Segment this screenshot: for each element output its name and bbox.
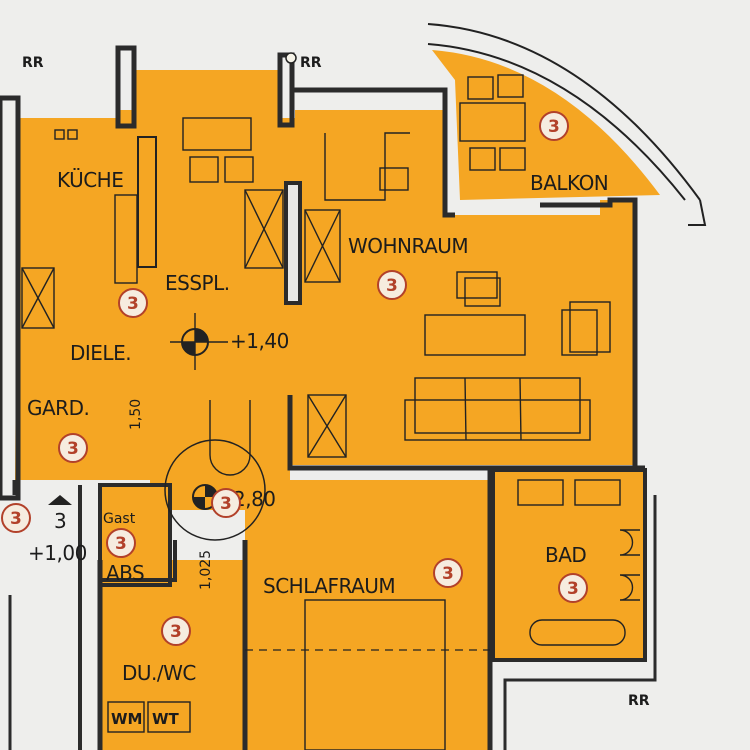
balcony-rail — [427, 23, 707, 226]
room-badge-bad: 3 — [558, 573, 588, 603]
sofa — [404, 377, 591, 441]
rr-top-mid: RR — [300, 55, 322, 71]
room-badge-stair: 3 — [211, 488, 241, 518]
rr-bottom-right: RR — [628, 693, 650, 709]
kitchen-counter — [137, 136, 157, 268]
entry-steps: 3 — [54, 509, 66, 533]
label-wt: WT — [152, 710, 180, 728]
dim-1025: 1,025 — [198, 550, 214, 590]
room-badge-entry: 3 — [1, 503, 31, 533]
coffee-table — [424, 314, 526, 356]
room-badge-balkon: 3 — [539, 111, 569, 141]
room-label-balkon: BALKON — [530, 171, 608, 195]
downpipe-icon — [285, 52, 297, 64]
rr-top-left: RR — [22, 55, 44, 71]
walls — [0, 45, 657, 750]
level-marker-diele — [170, 313, 228, 370]
dim-150: 1,50 — [128, 399, 144, 430]
dining-table — [182, 117, 252, 151]
svg-text:3: 3 — [127, 294, 139, 314]
room-badge-wohnraum: 3 — [377, 270, 407, 300]
svg-text:3: 3 — [442, 564, 454, 584]
room-badge-esspl: 3 — [118, 288, 148, 318]
svg-text:3: 3 — [67, 439, 79, 459]
room-badge-gast: 3 — [106, 528, 136, 558]
svg-text:3: 3 — [10, 509, 22, 529]
cabinet-x-marks — [21, 189, 347, 458]
balkon-furniture — [459, 74, 526, 171]
room-label-schlafraum: SCHLAFRAUM — [263, 574, 395, 598]
entry-arrow-icon — [48, 495, 72, 505]
level-entry: +1,00 — [28, 541, 87, 565]
bed — [304, 599, 446, 750]
svg-text:3: 3 — [548, 117, 560, 137]
room-label-abs: ABS — [106, 561, 144, 585]
svg-text:3: 3 — [115, 534, 127, 554]
level-diele: +1,40 — [230, 329, 289, 353]
svg-text:3: 3 — [567, 579, 579, 599]
room-label-esspl: ESSPL. — [165, 271, 230, 295]
schlafraum-fill — [245, 480, 490, 750]
room-label-duwc: DU./WC — [122, 661, 196, 685]
room-label-kueche: KÜCHE — [57, 168, 123, 192]
room-label-wohnraum: WOHNRAUM — [348, 234, 468, 258]
bathtub — [529, 619, 626, 646]
label-wm: WM — [111, 710, 142, 728]
furniture — [21, 74, 640, 750]
svg-text:3: 3 — [386, 276, 398, 296]
room-badge-duwc: 3 — [161, 616, 191, 646]
du-wc-fill — [100, 560, 245, 750]
room-badge-schlafraum: 3 — [433, 558, 463, 588]
svg-text:3: 3 — [220, 494, 232, 514]
room-label-diele: DIELE. — [70, 341, 131, 365]
kitchen-island — [114, 194, 138, 284]
room-badge-gard: 3 — [58, 433, 88, 463]
room-label-bad: BAD — [545, 543, 586, 567]
room-label-gard: GARD. — [27, 396, 89, 420]
svg-text:3: 3 — [170, 622, 182, 642]
stair — [209, 400, 251, 476]
room-label-gast: Gast — [103, 511, 136, 527]
